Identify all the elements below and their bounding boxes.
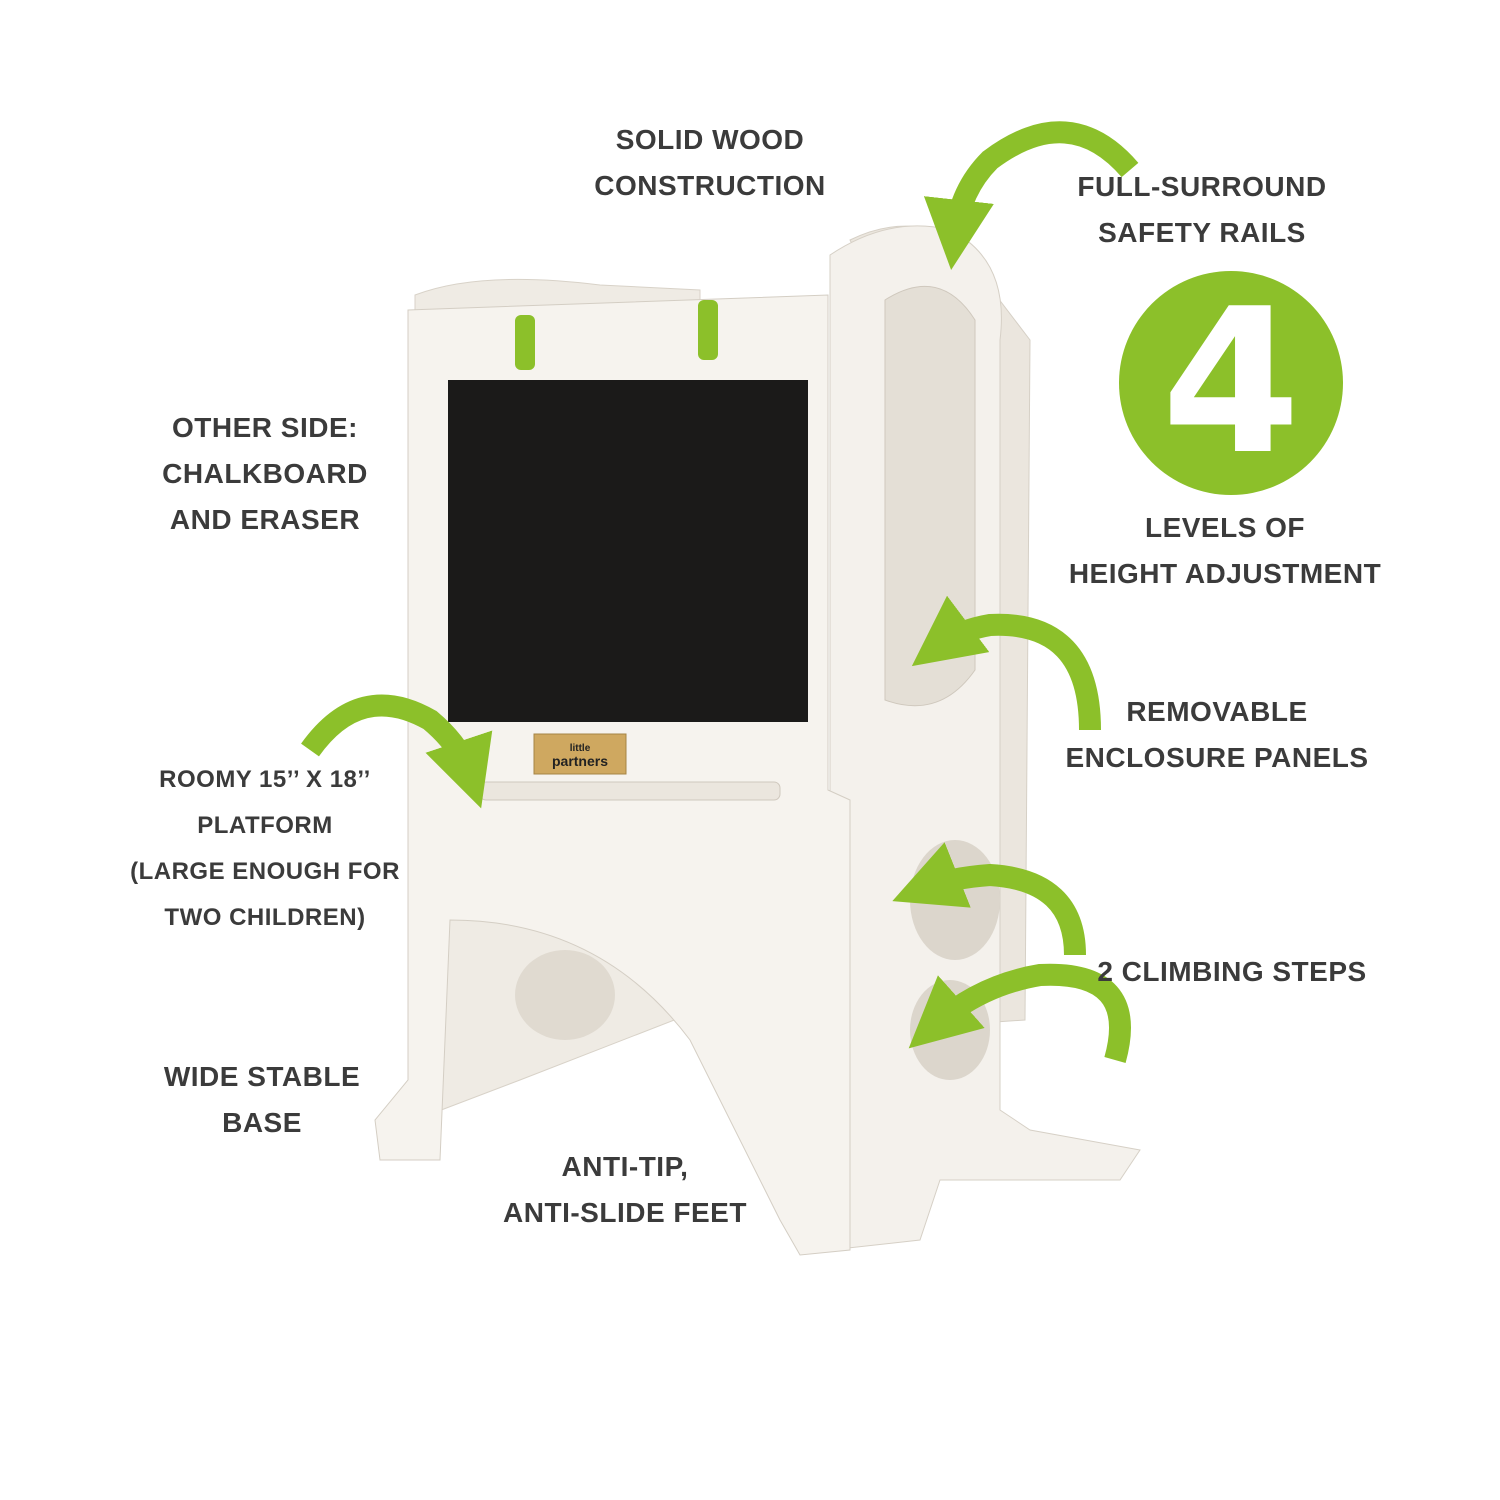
callout-line: LEVELS OF [1144, 512, 1306, 543]
callout-line: SAFETY RAILS [1098, 217, 1306, 248]
callout-line: FULL-SURROUND [1077, 171, 1327, 202]
callout-line: ANTI-SLIDE FEET [503, 1197, 747, 1228]
base-cutout [515, 950, 615, 1040]
eraser-brand-line1: little [570, 743, 591, 754]
chalkboard [448, 380, 808, 722]
callout-feet: ANTI-TIP, ANTI-SLIDE FEET [503, 1144, 747, 1236]
callout-safety-rails: FULL-SURROUND SAFETY RAILS [1077, 164, 1326, 256]
callout-line: TWO CHILDREN) [164, 904, 366, 931]
levels-badge: 4 [1119, 271, 1343, 495]
callout-line: HEIGHT ADJUSTMENT [1068, 558, 1382, 589]
arrow-platform [301, 694, 493, 809]
callout-line: SOLID WOOD [615, 124, 805, 155]
callout-steps: 2 CLIMBING STEPS [1097, 949, 1366, 995]
callout-line: PLATFORM [197, 812, 333, 839]
arrow-safety-rails [923, 121, 1139, 270]
levels-number: 4 [1161, 266, 1301, 499]
callout-line: 2 CLIMBING STEPS [1097, 956, 1367, 987]
paper-clip-right [698, 300, 718, 360]
arrow-step-lower [908, 963, 1131, 1063]
paper-clip-left [515, 315, 535, 370]
callout-line: CHALKBOARD [162, 458, 368, 489]
arrow-step-upper [892, 842, 1086, 956]
callout-base: WIDE STABLE BASE [164, 1054, 360, 1146]
callout-other-side: OTHER SIDE: CHALKBOARD AND ERASER [162, 405, 368, 543]
callout-line: AND ERASER [169, 504, 361, 535]
callout-platform: ROOMY 15’’ X 18’’ PLATFORM (LARGE ENOUGH… [130, 757, 400, 941]
arrow-panels [911, 595, 1101, 731]
callout-line: ROOMY 15’’ X 18’’ [159, 766, 371, 793]
callout-line: ANTI-TIP, [561, 1151, 689, 1182]
callout-line: OTHER SIDE: [172, 412, 358, 443]
callout-line: WIDE STABLE [163, 1061, 361, 1092]
callout-solid-wood: SOLID WOOD CONSTRUCTION [594, 117, 826, 209]
chalk-tray [479, 781, 781, 801]
callout-line: REMOVABLE [1126, 696, 1308, 727]
eraser [533, 733, 627, 775]
callout-line: CONSTRUCTION [594, 170, 826, 201]
eraser-brand-line2: partners [552, 753, 608, 769]
callout-levels: LEVELS OF HEIGHT ADJUSTMENT [1069, 505, 1381, 597]
callout-line: (LARGE ENOUGH FOR [130, 858, 400, 885]
callout-panels: REMOVABLE ENCLOSURE PANELS [1065, 689, 1368, 781]
callout-line: ENCLOSURE PANELS [1065, 742, 1369, 773]
callout-line: BASE [222, 1107, 302, 1138]
step-cutout [910, 840, 1000, 960]
